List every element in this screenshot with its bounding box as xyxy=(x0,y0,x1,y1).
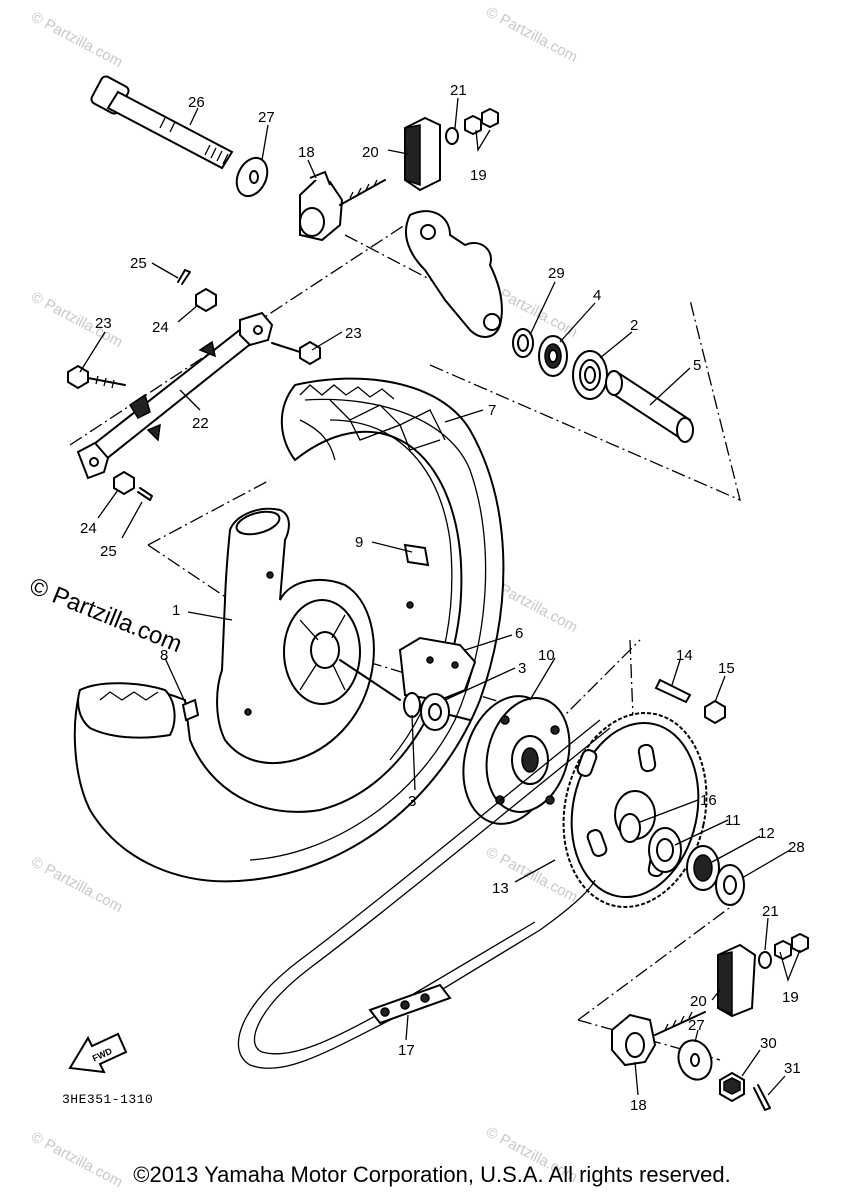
wheel-hub xyxy=(216,507,414,764)
callout-11: 11 xyxy=(725,812,741,829)
callout-24: 24 xyxy=(152,319,169,336)
drive-chain-17 xyxy=(237,719,611,1069)
bearing-2 xyxy=(572,350,608,400)
callout-7: 7 xyxy=(488,402,496,419)
callout-22: 22 xyxy=(192,415,209,432)
chain-puller-bottom xyxy=(611,1011,706,1067)
callout-20: 20 xyxy=(690,993,707,1010)
caliper-bracket xyxy=(405,210,503,338)
tire xyxy=(73,377,505,883)
callout-4: 4 xyxy=(593,287,601,304)
diagram-code: 3HE351-1310 xyxy=(62,1092,154,1107)
cotter-pin-25-top xyxy=(177,269,191,285)
callout-10: 10 xyxy=(538,647,555,664)
callout-27: 27 xyxy=(258,109,275,126)
callout-21: 21 xyxy=(450,82,467,99)
callout-12: 12 xyxy=(758,825,775,842)
balance-weight-9 xyxy=(403,543,430,567)
washer-nuts-top xyxy=(445,107,499,145)
callout-18: 18 xyxy=(298,144,315,161)
copyright-notice: ©2013 Yamaha Motor Corporation, U.S.A. A… xyxy=(133,1162,731,1187)
callout-25: 25 xyxy=(100,543,117,560)
forward-direction-arrow: FWD xyxy=(68,1032,128,1074)
callout-24: 24 xyxy=(80,520,97,537)
tread-pattern xyxy=(299,399,446,461)
watermark: © Partzilla.com xyxy=(28,9,125,71)
callout-15: 15 xyxy=(718,660,735,677)
callout-30: 30 xyxy=(760,1035,777,1052)
torque-rod-22 xyxy=(76,311,274,480)
callout-25: 25 xyxy=(130,255,147,272)
callout-16: 16 xyxy=(700,792,717,809)
washer-27-bottom xyxy=(677,1039,713,1081)
collar-29 xyxy=(512,328,534,358)
adjuster-block-top xyxy=(404,116,441,192)
watermark-large: © Partzilla.com xyxy=(26,573,186,659)
cotter-pin-31 xyxy=(753,1084,771,1111)
washer-nuts-bottom xyxy=(758,932,809,969)
callout-3: 3 xyxy=(408,793,416,810)
nut-24-top xyxy=(195,287,217,313)
stud-14 xyxy=(654,678,692,704)
collar-16 xyxy=(619,813,641,843)
oil-seal-4 xyxy=(538,335,568,377)
callout-5: 5 xyxy=(693,357,701,374)
callout-23: 23 xyxy=(345,325,362,342)
callout-6: 6 xyxy=(515,625,523,642)
oil-seal-12 xyxy=(686,845,720,891)
axle xyxy=(90,75,234,170)
callout-20: 20 xyxy=(362,144,379,161)
callout-26: 26 xyxy=(188,94,205,111)
callout-23: 23 xyxy=(95,315,112,332)
callout-31: 31 xyxy=(784,1060,801,1077)
callout-14: 14 xyxy=(676,647,693,664)
watermark: © Partzilla.com xyxy=(28,854,125,916)
callout-29: 29 xyxy=(548,265,565,282)
callout-13: 13 xyxy=(492,880,509,897)
chain-puller-top xyxy=(299,170,386,242)
nut-15 xyxy=(704,699,726,725)
valve-8 xyxy=(181,698,200,722)
washer-27-top xyxy=(235,156,269,198)
adjuster-block-bottom xyxy=(717,943,757,1018)
collar-28 xyxy=(715,864,745,906)
cotter-pin-25-bottom xyxy=(137,487,153,501)
callout-19: 19 xyxy=(470,167,487,184)
callout-3: 3 xyxy=(518,660,526,677)
callout-17: 17 xyxy=(398,1042,415,1059)
callout-1: 1 xyxy=(172,602,180,619)
callout-2: 2 xyxy=(630,317,638,334)
watermark: © Partzilla.com xyxy=(483,4,580,66)
bolt-23-left xyxy=(67,364,126,390)
axle-nut-30 xyxy=(719,1071,745,1103)
bearing-11 xyxy=(648,827,682,873)
callout-27: 27 xyxy=(688,1017,705,1034)
spacer-5 xyxy=(605,370,694,443)
callout-21: 21 xyxy=(762,903,779,920)
sprocket-hub-10 xyxy=(462,695,571,825)
callout-19: 19 xyxy=(782,989,799,1006)
nut-24-bottom xyxy=(113,470,135,496)
callout-8: 8 xyxy=(160,647,168,664)
callout-28: 28 xyxy=(788,839,805,856)
leader-lines xyxy=(79,97,801,1096)
bolt-23-right xyxy=(271,340,321,366)
callout-9: 9 xyxy=(355,534,363,551)
callout-labels: 26 27 18 20 21 19 25 24 23 23 22 24 25 2… xyxy=(80,82,805,1114)
callout-18: 18 xyxy=(630,1097,647,1114)
